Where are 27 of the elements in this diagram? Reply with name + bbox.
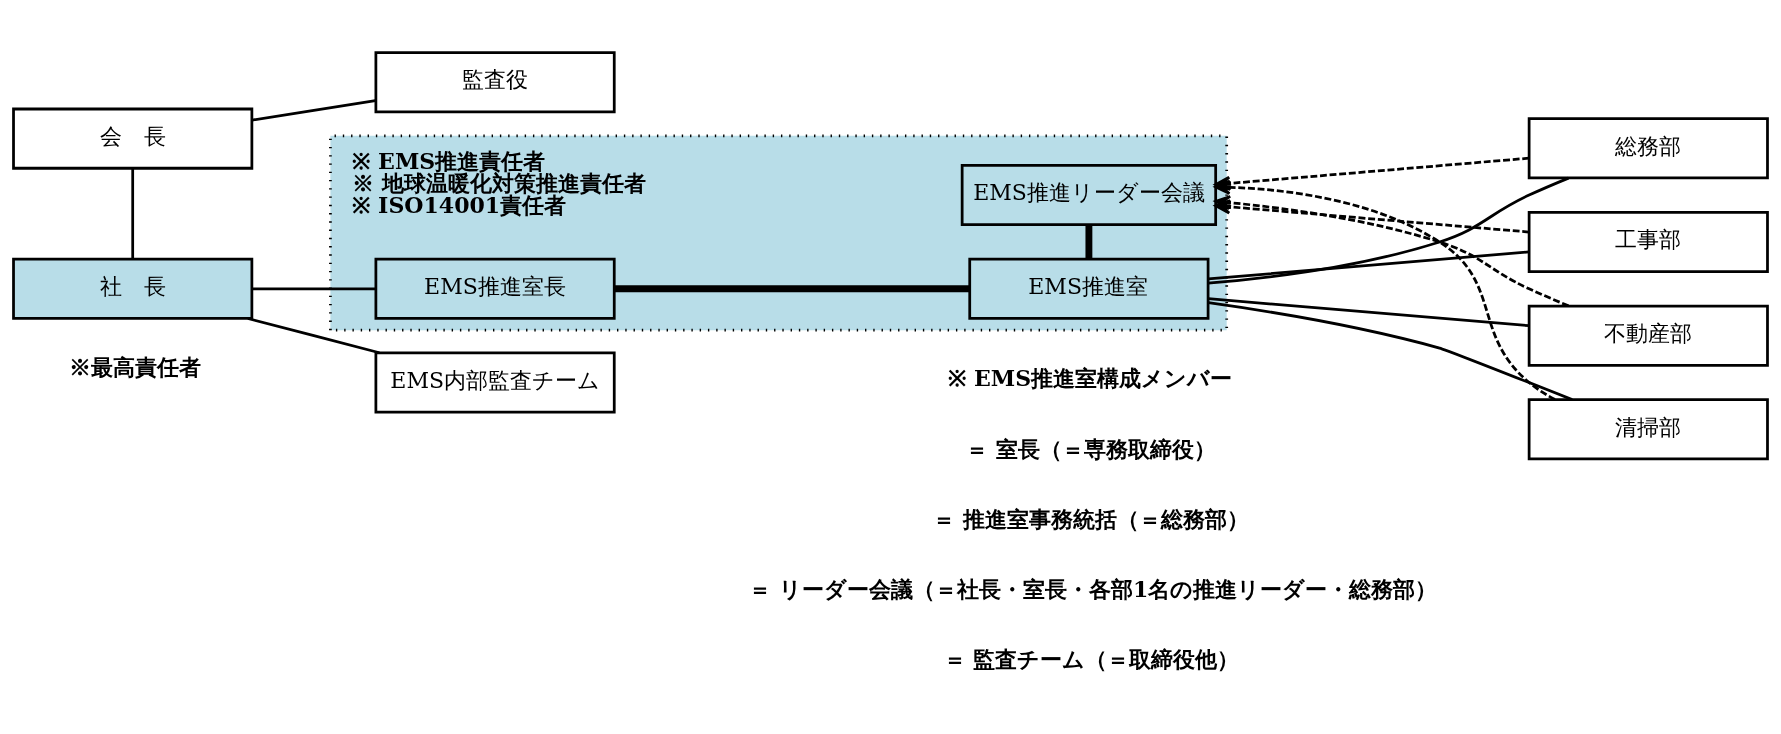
connector — [1085, 225, 1093, 260]
label: ＝ リーダー会議（＝社長・室長・各部1名の推進リーダー・総務部） — [749, 576, 1438, 603]
connector — [1208, 301, 1573, 401]
connector — [1208, 250, 1530, 281]
node-box: EMS推進室 — [968, 257, 1210, 320]
node-box: 会 長 — [12, 107, 254, 170]
connector — [247, 317, 380, 355]
node-box: EMS推進室長 — [374, 257, 616, 320]
connector — [252, 99, 376, 122]
label: ＝ 室長（＝専務取締役） — [966, 435, 1216, 462]
node-box: EMS内部監査チーム — [374, 351, 616, 414]
node-box: 工事部 — [1527, 210, 1769, 273]
cluster — [329, 134, 1229, 332]
label: ＝ 推進室事務統括（＝総務部） — [933, 505, 1249, 532]
label: ※ EMS推進室構成メンバー — [948, 365, 1233, 392]
node-box: 総務部 — [1527, 117, 1769, 180]
node-box: 不動産部 — [1527, 304, 1769, 367]
node-box: 監査役 — [374, 51, 616, 114]
connector — [131, 168, 135, 259]
connector — [252, 287, 376, 291]
node-box: 清掃部 — [1527, 398, 1769, 461]
node-box: EMS推進リーダー会議 — [960, 164, 1218, 227]
node-box: 社 長 — [12, 257, 254, 320]
label: ＝ 監査チーム（＝取締役他） — [943, 646, 1240, 673]
connector — [614, 285, 970, 293]
connector — [1208, 297, 1530, 328]
node-label: ※最高責任者 — [69, 354, 202, 381]
